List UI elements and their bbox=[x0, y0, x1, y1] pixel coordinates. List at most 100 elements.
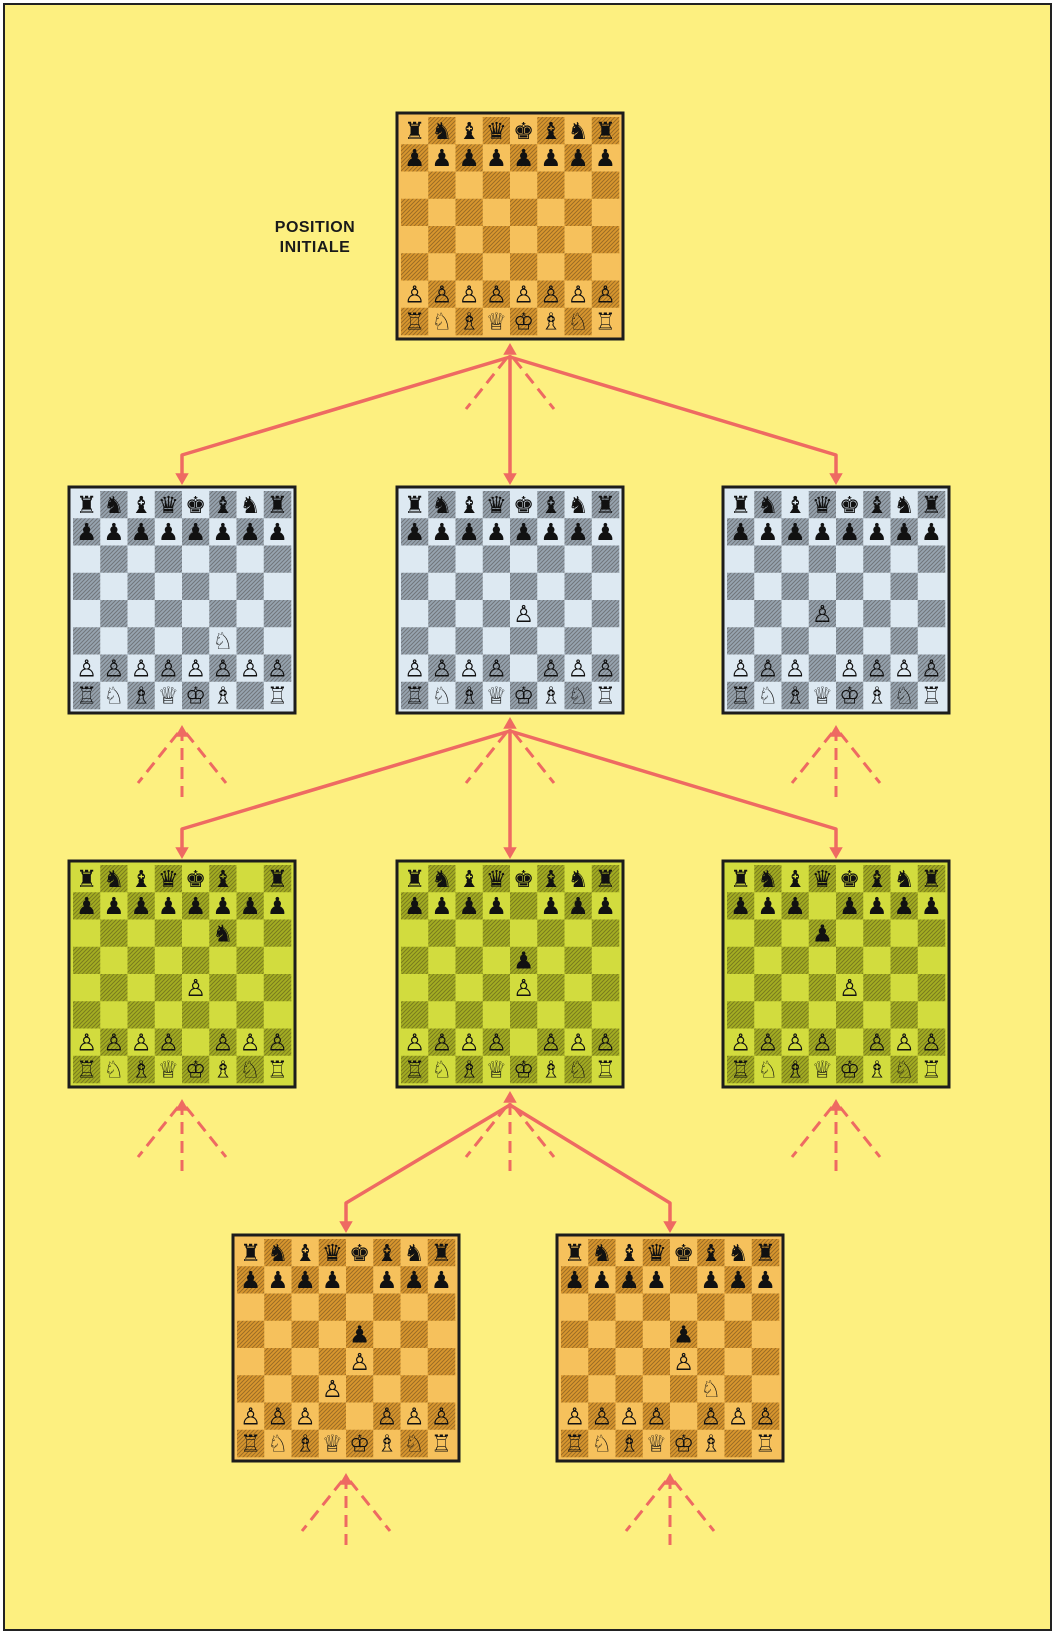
dark-square bbox=[482, 226, 511, 254]
dark-square bbox=[510, 1001, 538, 1029]
light-square bbox=[482, 892, 511, 920]
dark-square bbox=[591, 171, 620, 200]
dark-square bbox=[727, 1055, 755, 1084]
light-square bbox=[154, 1001, 183, 1029]
dark-square bbox=[401, 144, 429, 172]
other-moves-fan bbox=[464, 355, 556, 423]
piece-P: ♙ bbox=[240, 1028, 261, 1056]
dark-square bbox=[727, 627, 755, 655]
light-square bbox=[182, 974, 210, 1002]
light-square bbox=[73, 545, 101, 574]
piece-k: ♚ bbox=[513, 117, 534, 145]
dark-square bbox=[400, 1266, 429, 1294]
piece-P: ♙ bbox=[921, 654, 942, 682]
light-square bbox=[154, 681, 183, 710]
piece-B: ♗ bbox=[619, 1430, 640, 1458]
dark-square bbox=[591, 974, 620, 1002]
dark-square bbox=[482, 171, 511, 200]
piece-p: ♟ bbox=[431, 892, 452, 920]
dark-square bbox=[73, 518, 101, 546]
piece-P: ♙ bbox=[76, 1028, 97, 1056]
piece-B: ♗ bbox=[295, 1430, 316, 1458]
dark-square bbox=[127, 572, 156, 601]
dark-square bbox=[154, 974, 183, 1002]
piece-B: ♗ bbox=[785, 682, 806, 710]
light-square bbox=[754, 1055, 782, 1084]
dashed-line bbox=[464, 732, 508, 784]
piece-Q: ♕ bbox=[812, 682, 833, 710]
dark-square bbox=[754, 545, 782, 574]
other-moves-fan bbox=[300, 1477, 392, 1545]
dark-square bbox=[781, 518, 810, 546]
piece-k: ♚ bbox=[839, 491, 860, 519]
piece-R: ♖ bbox=[267, 1056, 288, 1084]
piece-p: ♟ bbox=[486, 518, 507, 546]
dark-square bbox=[100, 545, 128, 574]
dark-square bbox=[588, 1348, 616, 1376]
dark-square bbox=[564, 1055, 593, 1084]
board-e4-e5-d4: ♜♞♝♛♚♝♞♜♟♟♟♟♟♟♟♟♙♙♙♙♙♙♙♙♖♘♗♕♔♗♘♖ bbox=[231, 1233, 461, 1463]
dashed-line bbox=[348, 1480, 392, 1532]
piece-r: ♜ bbox=[564, 1239, 585, 1267]
dark-square bbox=[863, 654, 891, 683]
light-square bbox=[482, 144, 511, 172]
dark-square bbox=[482, 974, 511, 1002]
dark-square bbox=[510, 198, 538, 227]
dark-square bbox=[209, 491, 237, 519]
piece-p: ♟ bbox=[158, 892, 179, 920]
light-square bbox=[237, 1239, 265, 1267]
dark-square bbox=[917, 919, 946, 948]
dark-square bbox=[373, 1239, 401, 1267]
light-square bbox=[808, 627, 837, 655]
dark-square bbox=[154, 1028, 183, 1057]
piece-b: ♝ bbox=[540, 491, 561, 519]
dark-square bbox=[754, 1028, 782, 1057]
dark-square bbox=[100, 865, 128, 893]
board-e4-e5: ♜♞♝♛♚♝♞♜♟♟♟♟♟♟♟♟♙♙♙♙♙♙♙♙♖♘♗♕♔♗♘♖ bbox=[395, 859, 625, 1089]
dark-square bbox=[237, 1320, 265, 1349]
dark-square bbox=[428, 919, 456, 948]
dark-square bbox=[781, 946, 810, 975]
piece-n: ♞ bbox=[757, 491, 778, 519]
piece-P: ♙ bbox=[486, 280, 507, 308]
piece-r: ♜ bbox=[404, 117, 425, 145]
arrow-head bbox=[339, 1221, 353, 1233]
piece-p: ♟ bbox=[564, 1266, 585, 1294]
light-square bbox=[727, 545, 755, 574]
arrow-head bbox=[503, 847, 517, 859]
dark-square bbox=[209, 919, 237, 948]
piece-B: ♗ bbox=[459, 308, 480, 336]
dark-square bbox=[591, 117, 620, 145]
piece-n: ♞ bbox=[103, 491, 124, 519]
light-square bbox=[670, 1293, 698, 1322]
piece-b: ♝ bbox=[295, 1239, 316, 1267]
dark-square bbox=[591, 919, 620, 948]
piece-P: ♙ bbox=[757, 654, 778, 682]
light-square bbox=[537, 518, 565, 546]
piece-P: ♙ bbox=[431, 1402, 452, 1430]
dark-square bbox=[836, 627, 864, 655]
light-square bbox=[237, 1293, 265, 1322]
piece-P: ♙ bbox=[785, 654, 806, 682]
light-square bbox=[73, 919, 101, 948]
light-square bbox=[209, 627, 237, 655]
piece-P: ♙ bbox=[267, 1028, 288, 1056]
light-square bbox=[537, 1001, 565, 1029]
dark-square bbox=[400, 1320, 429, 1349]
piece-P: ♙ bbox=[431, 280, 452, 308]
dark-square bbox=[510, 572, 538, 601]
piece-k: ♚ bbox=[185, 491, 206, 519]
light-square bbox=[564, 600, 593, 628]
dark-square bbox=[863, 600, 891, 628]
dark-square bbox=[724, 1429, 753, 1458]
dark-square bbox=[154, 600, 183, 628]
dark-square bbox=[127, 946, 156, 975]
piece-P: ♙ bbox=[513, 974, 534, 1002]
light-square bbox=[263, 518, 292, 546]
dark-square bbox=[890, 627, 919, 655]
dark-square bbox=[754, 491, 782, 519]
piece-n: ♞ bbox=[894, 491, 915, 519]
piece-p: ♟ bbox=[730, 892, 751, 920]
dark-square bbox=[890, 572, 919, 601]
dashed-line bbox=[512, 732, 556, 784]
